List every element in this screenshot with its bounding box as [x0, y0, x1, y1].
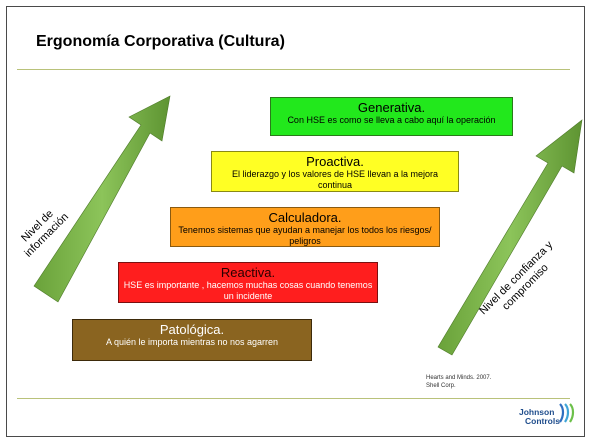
- logo-word-controls: Controls: [525, 416, 560, 426]
- stair-description: Con HSE es como se lleva a cabo aquí la …: [287, 115, 496, 125]
- logo-wave-icon: [559, 403, 575, 423]
- stair-reactiva: Reactiva. HSE es importante , hacemos mu…: [118, 262, 378, 303]
- source-citation: Hearts and Minds. 2007. Shell Corp.: [426, 375, 492, 389]
- information-level-arrow: [33, 95, 171, 303]
- stair-description: A quién le importa mientras no nos agarr…: [105, 337, 279, 347]
- stair-calculadora: Calculadora. Tenemos sistemas que ayudan…: [170, 207, 440, 247]
- stair-proactiva: Proactiva. El liderazgo y los valores de…: [211, 151, 459, 192]
- stair-description: El liderazgo y los valores de HSE llevan…: [231, 169, 439, 190]
- stair-name: Proactiva.: [306, 154, 364, 169]
- stair-description: HSE es importante , hacemos muchas cosas…: [123, 280, 373, 301]
- stair-name: Reactiva.: [220, 265, 276, 280]
- slide-frame: [6, 6, 585, 437]
- title-divider: [17, 69, 570, 70]
- stair-name: Generativa.: [357, 100, 426, 115]
- stair-patologica: Patológica. A quién le importa mientras …: [72, 319, 312, 361]
- footer-divider: [17, 398, 570, 399]
- stair-description: Tenemos sistemas que ayudan a manejar lo…: [178, 225, 432, 246]
- stair-name: Patológica.: [159, 322, 225, 337]
- johnson-controls-logo: Johnson Controls: [513, 402, 577, 432]
- trust-commitment-arrow: [437, 119, 583, 356]
- stair-generativa: Generativa. Con HSE es como se lleva a c…: [270, 97, 513, 136]
- slide-title: Ergonomía Corporativa (Cultura): [36, 33, 285, 50]
- logo-word-johnson: Johnson: [519, 407, 555, 417]
- stair-name: Calculadora.: [268, 210, 342, 225]
